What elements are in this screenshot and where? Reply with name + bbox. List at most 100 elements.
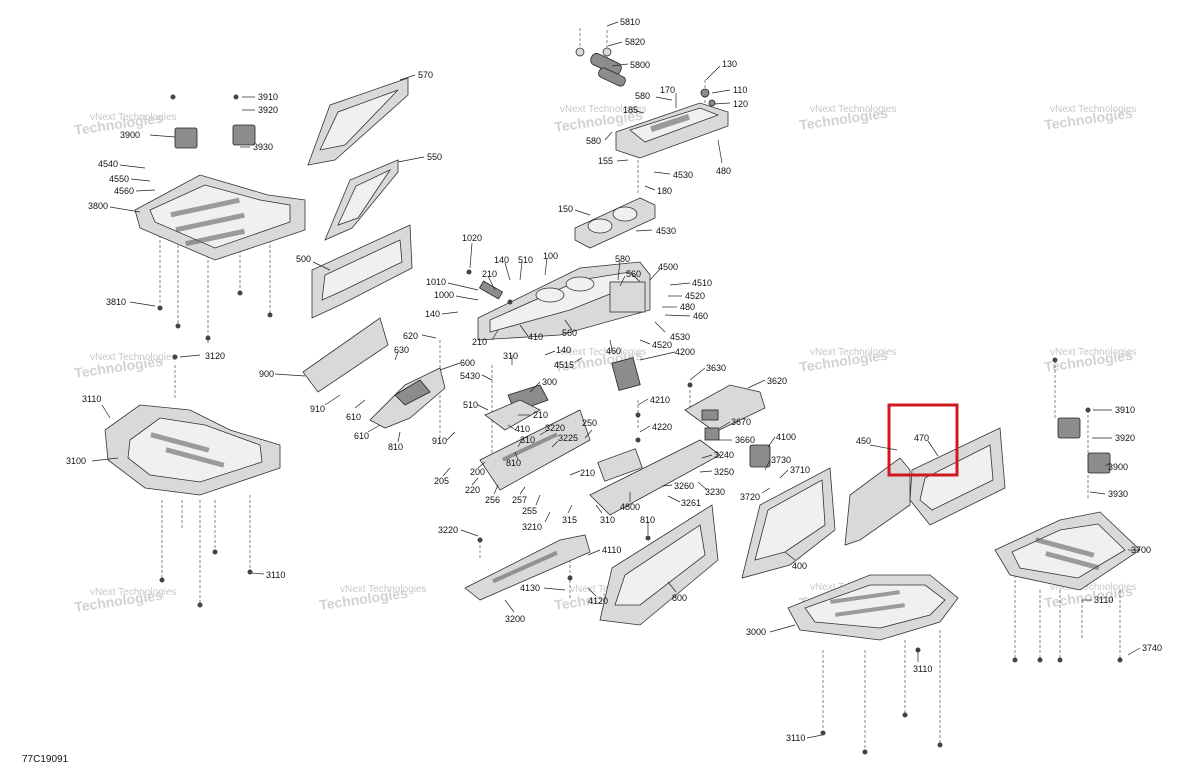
callout-label: 4530 <box>670 332 690 342</box>
trim-550 <box>324 159 399 241</box>
callout-label: 300 <box>542 377 557 387</box>
callout-label: 3720 <box>740 492 760 502</box>
callout-label: 3260 <box>674 481 694 491</box>
callout-label: 410 <box>528 332 543 342</box>
callout-label: 205 <box>434 476 449 486</box>
callout-label: 3250 <box>714 467 734 477</box>
callout-label: 460 <box>693 311 708 321</box>
skid-3000 <box>787 574 959 641</box>
callout-label: 210 <box>580 468 595 478</box>
callout-label: 4515 <box>554 360 574 370</box>
callout-label: 256 <box>485 495 500 505</box>
callout-label: 4510 <box>692 278 712 288</box>
callout-label: 4210 <box>650 395 670 405</box>
callout-label: 550 <box>427 152 442 162</box>
callout-label: 4100 <box>776 432 796 442</box>
callout-label: 3000 <box>746 627 766 637</box>
assembly-lines <box>159 28 1121 750</box>
callout-label: 220 <box>465 485 480 495</box>
callout-label: 150 <box>558 204 573 214</box>
callout-label: 560 <box>562 328 577 338</box>
callout-label: 5800 <box>630 60 650 70</box>
callout-label: 510 <box>518 255 533 265</box>
callout-label: 480 <box>716 166 731 176</box>
callout-label: 3900 <box>1108 462 1128 472</box>
console-170 <box>615 88 729 159</box>
frame-4800 <box>589 357 721 516</box>
callout-label: 4530 <box>673 170 693 180</box>
callout-label: 3910 <box>1115 405 1135 415</box>
callout-label: 3100 <box>66 456 86 466</box>
skid-3100 <box>104 404 281 496</box>
callout-label: 470 <box>914 433 929 443</box>
watermark: vNext Technologies <box>90 587 177 598</box>
callout-label: 3710 <box>790 465 810 475</box>
watermark: vNext Technologies <box>90 352 177 363</box>
callout-label: 3220 <box>438 525 458 535</box>
callout-label: 3620 <box>767 376 787 386</box>
callout-label: 3230 <box>705 487 725 497</box>
part-shapes <box>104 47 1141 755</box>
skid-3700 <box>994 417 1141 591</box>
callout-label: 250 <box>582 418 597 428</box>
callout-label: 255 <box>522 506 537 516</box>
watermark: vNext Technologies <box>560 104 647 115</box>
callout-label: 110 <box>733 85 747 95</box>
callout-label: 4540 <box>98 159 118 169</box>
callout-label: 4520 <box>685 291 705 301</box>
callout-label: 210 <box>472 337 487 347</box>
callout-label: 5430 <box>460 371 480 381</box>
callout-label: 910 <box>432 436 447 446</box>
callout-label: 3110 <box>1094 595 1113 605</box>
callout-label: 560 <box>626 269 641 279</box>
callout-label: 200 <box>470 467 485 477</box>
callout-label: 4500 <box>658 262 678 272</box>
callout-label: 4800 <box>620 502 640 512</box>
handle-5800 <box>575 47 626 87</box>
callout-label: 810 <box>388 442 403 452</box>
callout-label: 610 <box>346 412 361 422</box>
callout-label: 3910 <box>258 92 278 102</box>
callout-label: 3220 <box>545 423 565 433</box>
skid-3800 <box>134 124 306 261</box>
watermark: vNext Technologies <box>1050 104 1137 115</box>
callout-label: 800 <box>672 593 687 603</box>
callout-label: 500 <box>296 254 311 264</box>
callout-label: 185 <box>623 105 638 115</box>
watermark: vNext Technologies <box>810 347 897 358</box>
callout-label: 1010 <box>426 277 446 287</box>
callout-label: 580 <box>635 91 650 101</box>
panel-400 <box>741 467 836 579</box>
callout-label: 630 <box>394 345 409 355</box>
callout-label: 4520 <box>652 340 672 350</box>
callout-label: 3110 <box>266 570 285 580</box>
callout-label: 4110 <box>602 545 621 555</box>
callout-label: 4200 <box>675 347 695 357</box>
callout-label: 3660 <box>735 435 755 445</box>
callout-label: 3200 <box>505 614 525 624</box>
callout-label: 3920 <box>1115 433 1135 443</box>
callout-label: 450 <box>856 436 871 446</box>
callout-label: 310 <box>503 351 518 361</box>
callout-label: 4560 <box>114 186 134 196</box>
callout-label: 1000 <box>434 290 454 300</box>
callout-label: 4220 <box>652 422 672 432</box>
callout-label: 570 <box>418 70 433 80</box>
callout-label: 900 <box>259 369 274 379</box>
callout-label: 620 <box>403 331 418 341</box>
callout-label: 120 <box>733 99 748 109</box>
panel-4100 <box>749 444 771 468</box>
callout-label: 140 <box>494 255 509 265</box>
callout-label: 410 <box>515 424 530 434</box>
callout-label: 3930 <box>1108 489 1128 499</box>
cover-3620 <box>684 384 766 441</box>
callout-label: 3800 <box>88 201 108 211</box>
callout-label: 100 <box>543 251 558 261</box>
callout-label: 400 <box>792 561 807 571</box>
callout-label: 3810 <box>106 297 126 307</box>
callout-label: 3920 <box>258 105 278 115</box>
callout-label: 4130 <box>520 583 540 593</box>
console-150 <box>574 197 656 249</box>
callout-label: 810 <box>506 458 521 468</box>
panel-900 <box>302 317 389 393</box>
